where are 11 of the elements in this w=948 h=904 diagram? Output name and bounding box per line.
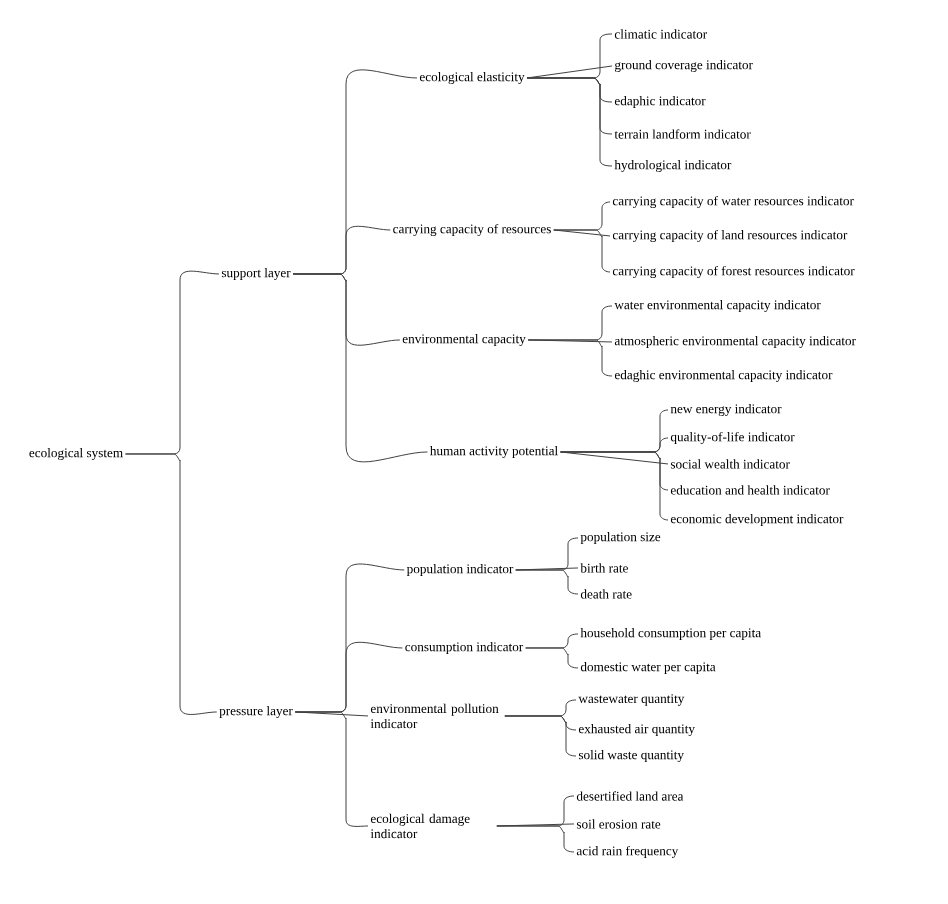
brace-line (292, 273, 428, 463)
brace-line (525, 647, 579, 669)
brace-line (526, 77, 613, 167)
brace-line (527, 339, 613, 377)
brace-line (560, 451, 669, 521)
brace-line (553, 229, 611, 273)
brace-line (515, 569, 579, 595)
brace-line (125, 453, 218, 715)
brace-line (504, 715, 577, 757)
brace-line (496, 825, 575, 853)
brace-line (560, 451, 669, 465)
